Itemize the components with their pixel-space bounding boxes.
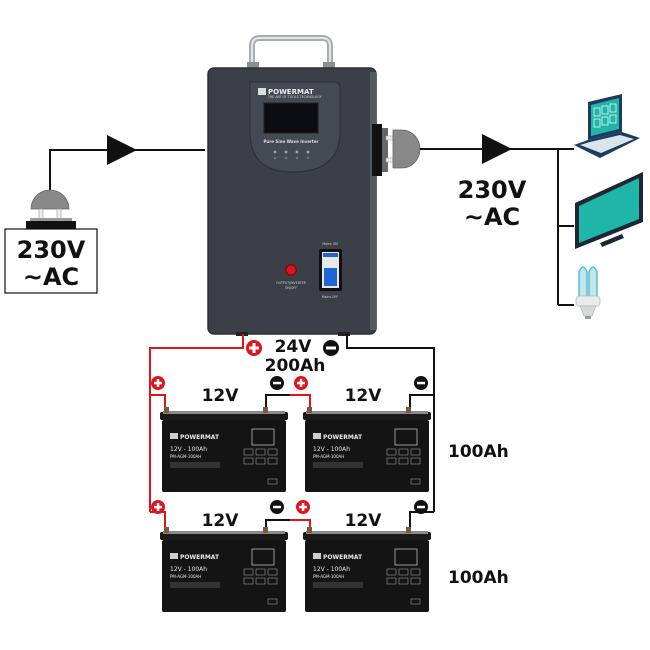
battery-brand: POWERMAT [323, 434, 363, 441]
laptop-icon [574, 94, 640, 158]
inverter-model-text: Pure Sine Wave Inverter [264, 139, 319, 144]
positive-icon [246, 340, 262, 356]
negative-icon [414, 376, 428, 390]
inverter-brand: POWERMAT [268, 88, 314, 96]
battery-voltage: 12V [345, 511, 383, 531]
negative-icon [270, 500, 284, 514]
battery-model: PM-AGM-100AH [170, 454, 201, 459]
row-capacity-top: 100Ah [448, 442, 509, 462]
mains-breaker-switch[interactable] [319, 249, 342, 291]
monitor-icon [575, 172, 643, 249]
switch-label-onoff: ON/OFF [285, 286, 297, 290]
battery: POWERMAT 12V - 100Ah PM-AGM-100AH [160, 527, 288, 612]
output-voltage: 230V [458, 176, 527, 204]
inverter-tagline: THE ART OF TOOLS TECHNOLOGY [267, 95, 322, 99]
input-label-box: 230V ~AC [4, 228, 98, 294]
battery-model: PM-AGM-100AH [313, 574, 344, 579]
inverter: POWERMAT THE ART OF TOOLS TECHNOLOGY Pur… [207, 35, 377, 336]
battery-spec: 12V - 100Ah [170, 446, 207, 453]
row-capacity-bottom: 100Ah [448, 568, 509, 588]
negative-icon [414, 500, 428, 514]
cfl-bulb-icon [575, 266, 601, 319]
output-socket-icon [372, 124, 421, 176]
output-wire [420, 134, 574, 306]
positive-icon [294, 376, 308, 390]
battery-spec: 12V - 100Ah [170, 566, 207, 573]
battery-spec: 12V - 100Ah [313, 446, 350, 453]
battery-model: PM-AGM-100AH [313, 454, 344, 459]
battery-voltage: 12V [202, 386, 240, 406]
lcd-display [263, 102, 319, 134]
output-type: ~AC [464, 203, 520, 231]
brand-logo-icon [258, 88, 266, 95]
battery: POWERMAT 12V - 100Ah PM-AGM-100AH [160, 407, 288, 492]
switch-label: OUTPUT/INVERTER [276, 281, 307, 285]
input-voltage: 230V [17, 236, 86, 264]
battery-brand: POWERMAT [323, 554, 363, 561]
input-type: ~AC [23, 263, 79, 291]
positive-icon [151, 500, 165, 514]
mains-off-label: Mains OFF [322, 295, 339, 299]
battery: POWERMAT 12V - 100Ah PM-AGM-100AH [303, 527, 431, 612]
polarity-markers [151, 340, 428, 514]
battery: POWERMAT 12V - 100Ah PM-AGM-100AH [303, 407, 431, 492]
mains-on-label: Mains ON [322, 242, 338, 246]
negative-icon [270, 376, 284, 390]
arrow-right-icon [107, 135, 137, 165]
negative-icon [323, 340, 339, 356]
bank-capacity: 200Ah [265, 356, 326, 376]
arrow-right-icon [482, 134, 512, 164]
handle-icon [247, 35, 335, 72]
positive-icon [151, 376, 165, 390]
battery-brand: POWERMAT [180, 434, 220, 441]
battery-model: PM-AGM-100AH [170, 574, 201, 579]
output-inverter-switch[interactable] [285, 264, 297, 276]
battery-voltage: 12V [345, 386, 383, 406]
status-leds [273, 150, 310, 160]
bank-voltage: 24V [275, 337, 313, 357]
positive-icon [296, 500, 310, 514]
input-plug-icon [26, 189, 76, 229]
battery-wiring [149, 334, 435, 530]
input-wire [49, 135, 205, 195]
battery-voltage: 12V [202, 511, 240, 531]
battery-brand: POWERMAT [180, 554, 220, 561]
battery-spec: 12V - 100Ah [313, 566, 350, 573]
